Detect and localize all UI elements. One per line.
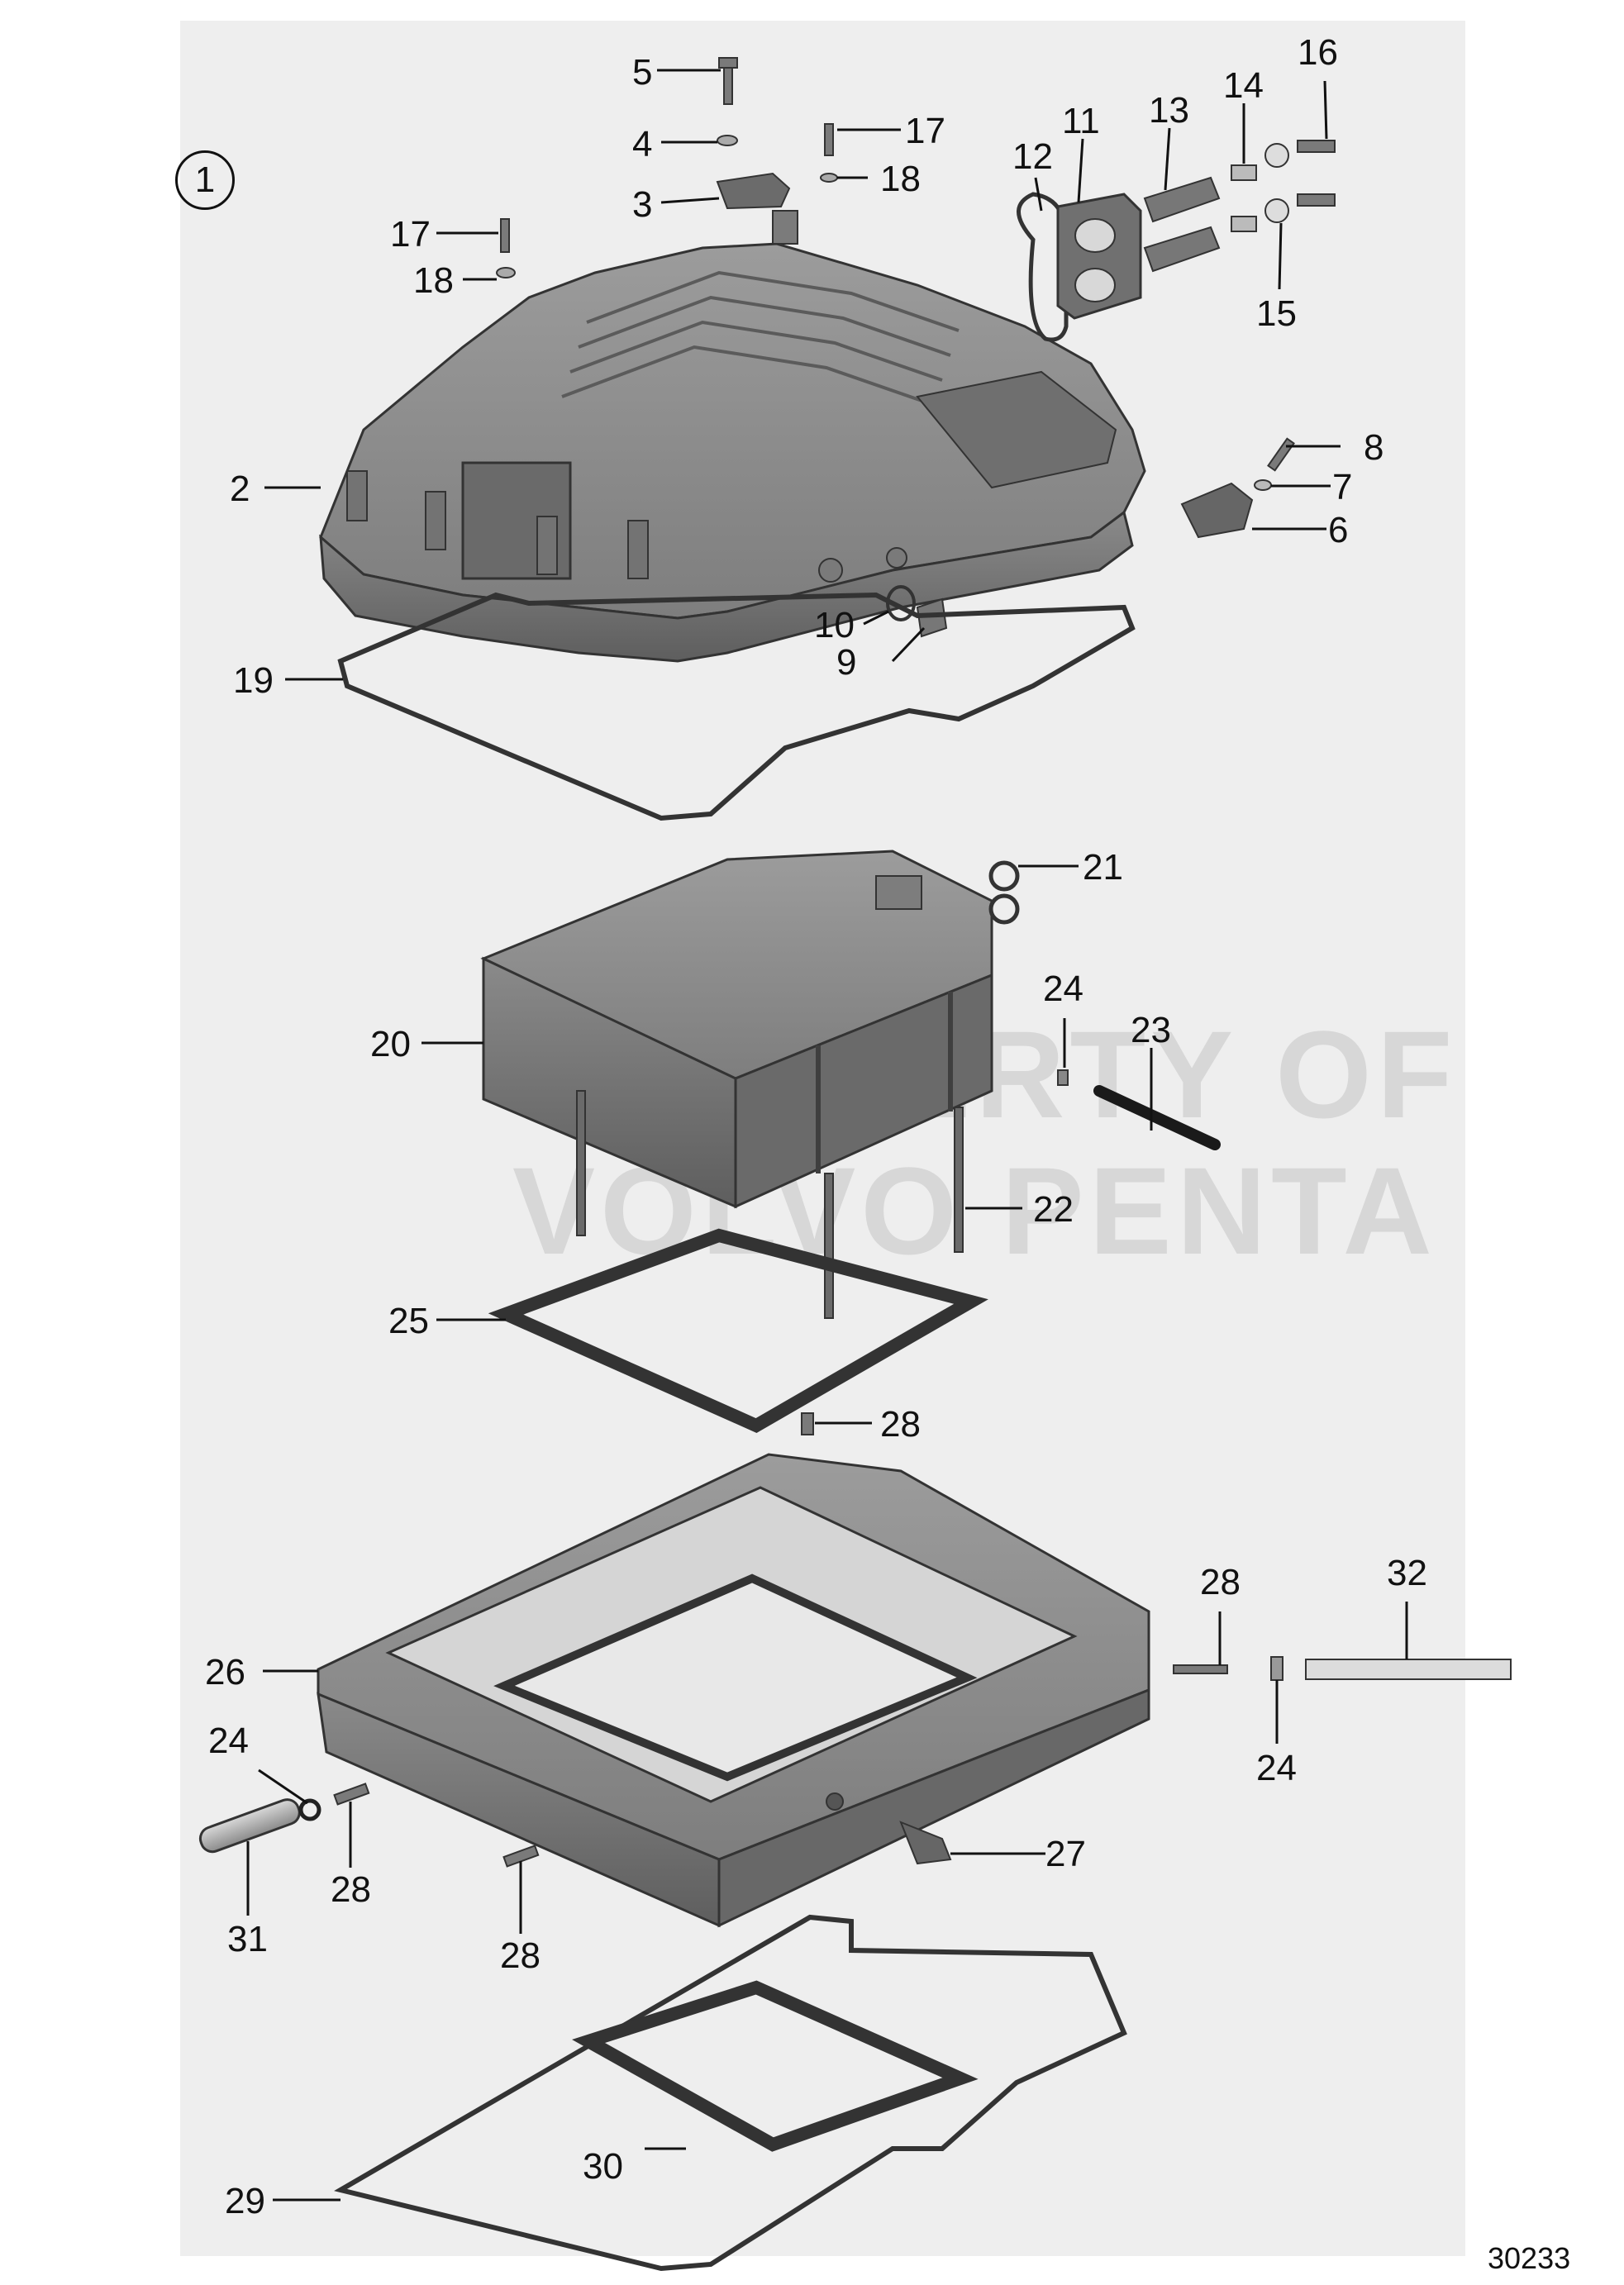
callout-6: 6	[1328, 510, 1349, 550]
callout-27: 27	[1045, 1834, 1086, 1874]
left-fittings	[198, 1783, 952, 1868]
callout-24-left: 24	[208, 1721, 249, 1761]
fitting-24-right	[1270, 1656, 1283, 1681]
callout-19: 19	[233, 660, 274, 701]
callout-28-upper: 28	[880, 1404, 921, 1445]
callout-30: 30	[583, 2146, 623, 2187]
callout-13: 13	[1149, 90, 1189, 131]
callout-24-right: 24	[1256, 1748, 1297, 1788]
cover-housing	[319, 210, 1146, 663]
leader-lines	[246, 69, 1408, 2202]
callout-24-mid: 24	[1043, 969, 1083, 1009]
callout-8: 8	[1364, 427, 1384, 468]
frame-gasket-25	[488, 1228, 988, 1433]
callout-21: 21	[1083, 847, 1123, 888]
callout-17-upper: 17	[905, 111, 945, 151]
plug-9	[916, 597, 948, 638]
callout-5: 5	[632, 52, 653, 93]
base-manifold-26	[317, 1453, 1150, 1928]
callout-7: 7	[1332, 467, 1353, 507]
callout-22: 22	[1033, 1189, 1074, 1230]
callout-31: 31	[227, 1919, 268, 1959]
sensor-assembly-right	[1180, 437, 1295, 539]
callout-23: 23	[1131, 1010, 1171, 1050]
callout-28-lower: 28	[500, 1935, 541, 1976]
callout-16: 16	[1298, 32, 1338, 73]
callout-17-left: 17	[390, 214, 431, 255]
callout-28-right: 28	[1200, 1562, 1241, 1602]
callout-11: 11	[1062, 101, 1100, 141]
cooler-core-20	[480, 850, 1020, 1209]
hose-23	[1093, 1085, 1221, 1150]
callout-2: 2	[230, 469, 250, 509]
long-bolts-22	[576, 1090, 964, 1319]
callout-32: 32	[1387, 1553, 1427, 1593]
callout-3: 3	[632, 184, 653, 225]
callout-10: 10	[814, 605, 855, 645]
figure-number-badge: 1	[175, 150, 235, 210]
gasket-29	[334, 1914, 1127, 2272]
document-number: 30233	[1488, 2241, 1571, 2275]
rod-32	[1305, 1659, 1512, 1680]
fitting-28-right	[1173, 1664, 1228, 1674]
gasket-19	[337, 592, 1136, 821]
gasket-30	[572, 1980, 979, 2152]
fitting-24	[1057, 1069, 1069, 1086]
fitting-28-top	[801, 1412, 814, 1435]
callout-4: 4	[632, 124, 653, 164]
callout-12: 12	[1012, 136, 1053, 177]
connector-block-assembly	[1017, 140, 1336, 342]
callout-26: 26	[205, 1652, 245, 1692]
callout-29: 29	[225, 2181, 265, 2221]
callout-18-left: 18	[413, 260, 454, 301]
callout-20: 20	[370, 1024, 411, 1064]
callout-15: 15	[1256, 293, 1297, 334]
callout-18-upper: 18	[880, 159, 921, 199]
callout-25: 25	[388, 1301, 429, 1341]
callout-28-left: 28	[331, 1869, 371, 1910]
small-fasteners-top	[496, 57, 838, 278]
callout-14: 14	[1223, 65, 1264, 106]
callout-9: 9	[836, 642, 857, 683]
